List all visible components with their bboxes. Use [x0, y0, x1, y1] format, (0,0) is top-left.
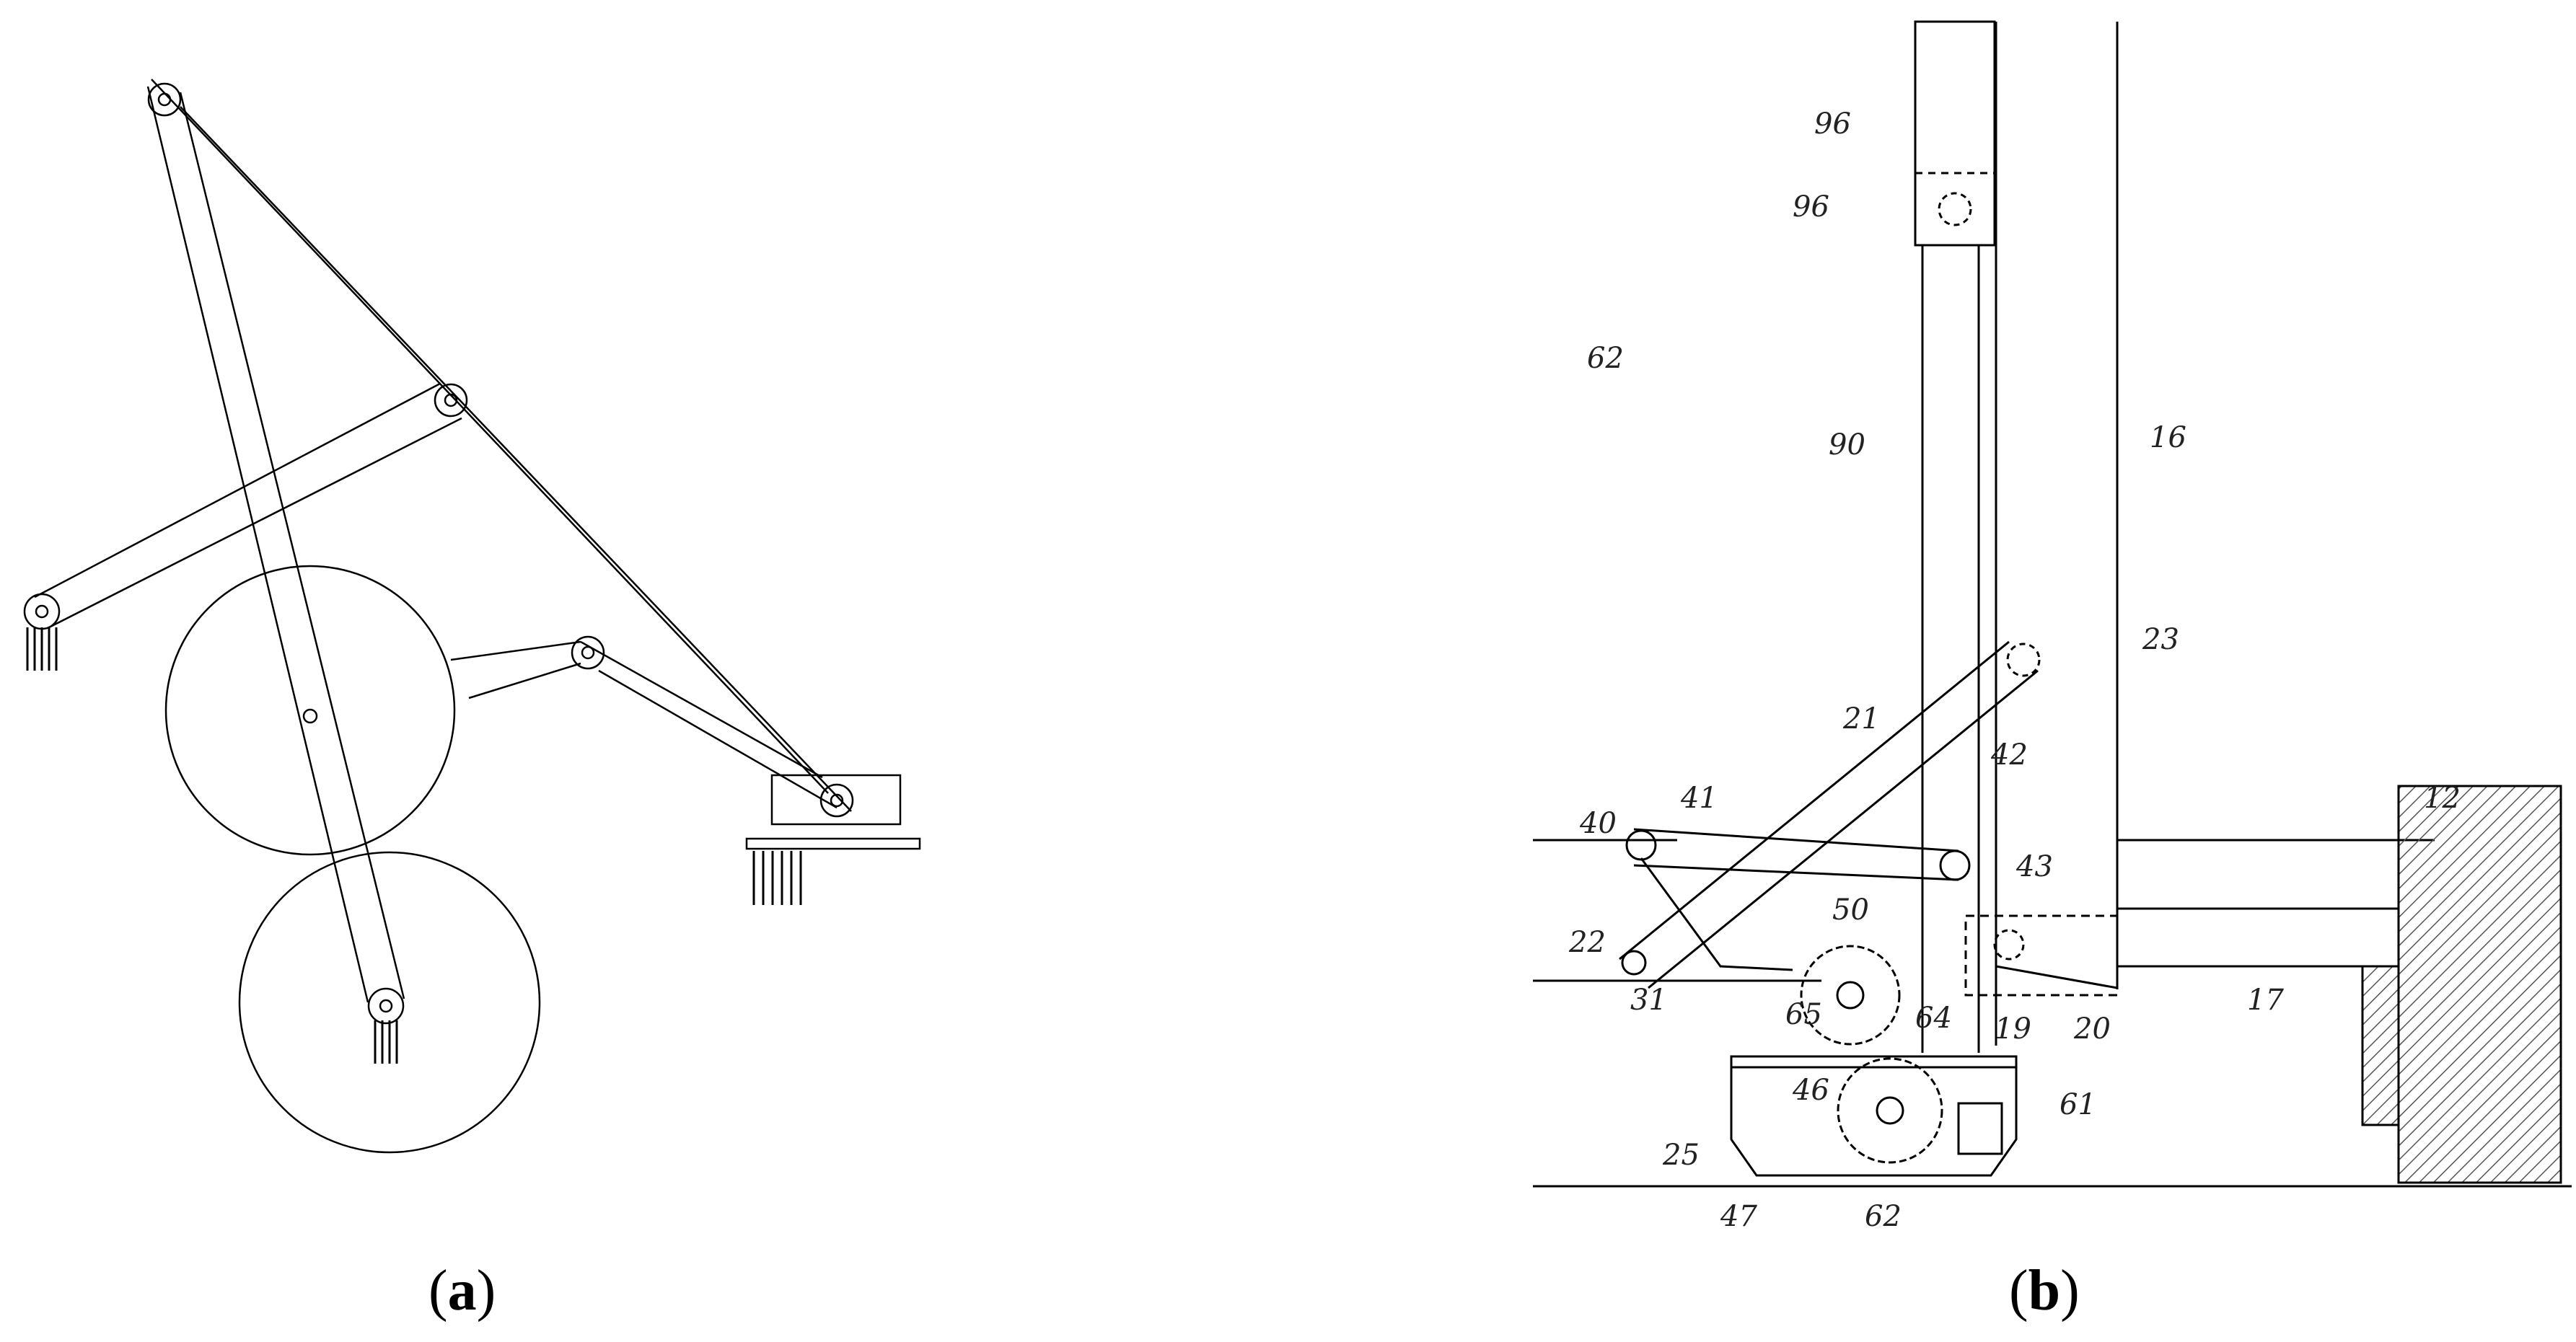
- caption-paren-close: ): [476, 1259, 496, 1323]
- wheel-center: [302, 708, 318, 724]
- caption-b: (b): [2009, 1262, 2080, 1320]
- label-19: 19: [1995, 1012, 2031, 1046]
- wall-12: [2397, 785, 2562, 1184]
- column-96: [1914, 20, 1996, 247]
- top-pivot: [147, 82, 182, 117]
- label-22: 22: [1568, 926, 1606, 959]
- slider-block: [770, 774, 902, 826]
- left-foot-pivot: [23, 593, 61, 630]
- label-65: 65: [1785, 998, 1822, 1031]
- wheel-arm: [450, 640, 581, 699]
- label-21: 21: [1842, 702, 1880, 736]
- label-16: 16: [2150, 421, 2186, 454]
- label-25: 25: [1662, 1139, 1700, 1172]
- label-41: 41: [1680, 782, 1718, 815]
- label-17: 17: [2247, 984, 2284, 1017]
- caption-paren-close: ): [2060, 1259, 2080, 1323]
- label-46: 46: [1792, 1074, 1829, 1107]
- rail-17: [2117, 839, 2435, 968]
- lower-wheel: [238, 851, 541, 1154]
- label-40: 40: [1579, 807, 1617, 840]
- caption-a: (a): [428, 1262, 496, 1320]
- label-64: 64: [1915, 1002, 1952, 1035]
- bottom-pivot: [367, 987, 405, 1025]
- label-43: 43: [2015, 850, 2053, 883]
- label-62-a: 62: [1587, 342, 1624, 375]
- gear-50: [1800, 945, 1901, 1046]
- arm-pivot: [571, 635, 605, 670]
- label-90: 90: [1829, 428, 1865, 462]
- diagram-panel-a: (a): [23, 79, 921, 1320]
- caption-letter: b: [2028, 1259, 2061, 1323]
- caption-paren-open: (: [428, 1259, 448, 1323]
- caption-letter: a: [447, 1259, 477, 1323]
- label-96-a: 96: [1814, 107, 1851, 141]
- upright-90: [1921, 245, 1980, 1053]
- label-61: 61: [2060, 1088, 2096, 1121]
- coupler-bar: [580, 640, 838, 809]
- label-62-b: 62: [1865, 1200, 1902, 1233]
- gear-46: [1837, 1057, 1943, 1164]
- patent-drawing: 96 96 62 90 16 23 21 40 41 42 43 12 22 5…: [1533, 20, 2572, 1233]
- diagram-panel-b: 96 96 62 90 16 23 21 40 41 42 43 12 22 5…: [1288, 0, 2576, 1342]
- label-50: 50: [1832, 893, 1869, 927]
- link-21: [1619, 640, 2039, 989]
- label-20: 20: [2073, 1012, 2111, 1046]
- label-23: 23: [2142, 623, 2179, 656]
- caption-paren-open: (: [2009, 1259, 2028, 1323]
- brush-feet: [26, 627, 802, 1064]
- label-12: 12: [2424, 782, 2461, 815]
- link-41: [1633, 828, 1959, 881]
- long-bar-right: [151, 79, 852, 812]
- box-25: [1730, 1055, 2018, 1177]
- linkage-schematic: [23, 79, 921, 1154]
- long-bar-left: [146, 86, 405, 1003]
- cross-bar: [34, 382, 462, 629]
- post-16: [1995, 22, 2119, 1046]
- label-47: 47: [1720, 1200, 1757, 1233]
- upper-wheel: [164, 565, 456, 856]
- mid-pivot: [434, 383, 468, 418]
- label-31: 31: [1630, 984, 1667, 1017]
- lever-31: [1640, 857, 1793, 971]
- label-42: 42: [1990, 738, 2028, 772]
- label-96-b: 96: [1793, 190, 1829, 224]
